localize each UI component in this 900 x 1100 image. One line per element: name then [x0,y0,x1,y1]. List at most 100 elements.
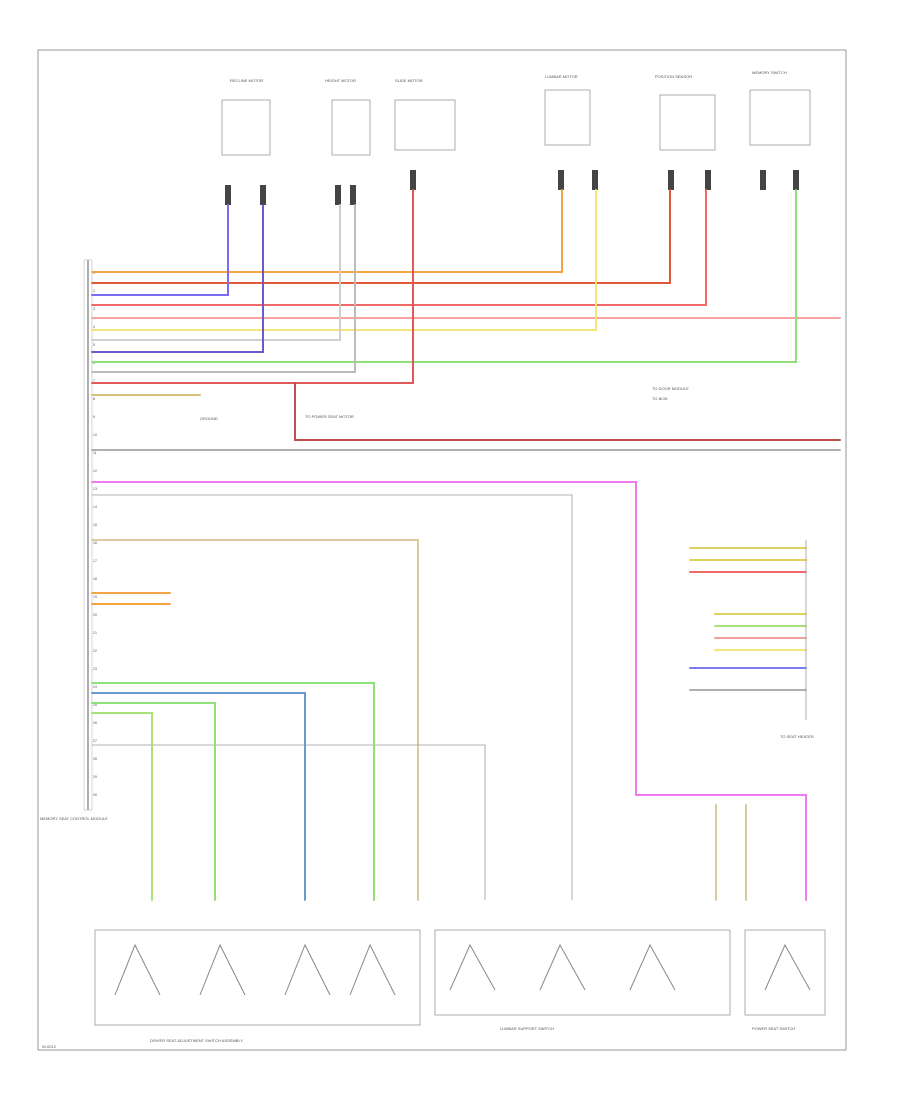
switch-symbol [199,943,246,996]
connector-mark [335,185,341,205]
connector-mark [410,170,416,190]
pin-number: 14 [93,505,97,509]
right-label-1: TO SEAT HEATER [780,734,814,739]
switch-symbol [629,943,676,991]
pin-number: 8 [93,397,95,401]
pin-number: 23 [93,667,97,671]
pin-number: 15 [93,523,97,527]
pin-number: 5 [93,343,95,347]
switch-symbols [114,943,811,996]
wire-orange-red [91,189,671,284]
right-label-2: TO DOOR MODULE [652,386,689,391]
wire-tan-long [91,539,419,901]
connector-mark [705,170,711,190]
pin-number: 25 [93,703,97,707]
pin-number: 17 [93,559,97,563]
top-component-6 [749,89,811,146]
pin-number: 7 [93,379,95,383]
wire-group-top [91,189,841,451]
pin-number: 9 [93,415,95,419]
switch-symbol [114,943,161,996]
switch-symbol [349,943,396,996]
wire-orange [91,189,563,273]
pin-number: 19 [93,595,97,599]
pin-number: 30 [93,793,97,797]
connector-mark [760,170,766,190]
pin-number: 24 [93,685,97,689]
connector-mark [260,185,266,205]
pin-number: 18 [93,577,97,581]
bottom-caption-1: DRIVER SEAT ADJUSTMENT SWITCH ASSEMBLY [150,1038,243,1043]
top-component-3 [394,99,456,151]
top-component-4 [544,89,591,146]
pin-number: 10 [93,433,97,437]
connector-mark [592,170,598,190]
top-connectors [225,170,799,205]
left-module-caption: MEMORY SEAT CONTROL MODULE [40,816,108,821]
connector-mark [668,170,674,190]
pin-number: 26 [93,721,97,725]
top-label-5: POSITION SENSOR [655,74,692,79]
top-label-2: HEIGHT MOTOR [325,78,356,83]
footer-id: W-0012 [42,1044,57,1049]
switch-symbol [539,943,586,991]
pin-number: 2 [93,289,95,293]
bottom-caption-2: LUMBAR SUPPORT SWITCH [500,1026,554,1031]
pin-number: 21 [93,631,97,635]
top-label-4: LUMBAR MOTOR [545,74,578,79]
top-component-1 [221,99,271,156]
top-component-2 [331,99,371,156]
wire-magenta [91,481,807,901]
pin-number: 22 [93,649,97,653]
bottom-group-box-3 [744,929,826,1016]
pin-number: 3 [93,307,95,311]
pin-number: 29 [93,775,97,779]
center-label-1: TO POWER SEAT MOTOR [305,414,354,419]
left-module-connector [83,259,93,811]
right-connectors [689,540,807,720]
switch-symbol [284,943,331,996]
pin-number: 13 [93,487,97,491]
top-label-3: SLIDE MOTOR [395,78,423,83]
wire-light-gray [91,204,356,373]
switch-symbol [764,943,811,991]
top-components [221,89,811,156]
wire-purple [91,204,264,353]
connector-mark [793,170,799,190]
wire-green [91,189,797,363]
wire-yellow [91,189,597,331]
wire-red [91,189,707,306]
wire-thin-2 [92,744,486,900]
wire-gray [91,204,341,341]
wire-blue [91,204,229,296]
wire-blue-low [91,692,306,901]
diagram-frame [37,49,847,1051]
connector-mark [558,170,564,190]
top-label-6: MEMORY SWITCH [752,70,787,75]
wire-red-dark [91,189,414,384]
pin-label-group: 1234567891011121314151617181920212223242… [93,271,97,797]
bottom-caption-3: POWER SEAT SWITCH [752,1026,795,1031]
switch-symbol [449,943,496,991]
connector-mark [350,185,356,205]
pin-number: 16 [93,541,97,545]
center-label-2: GROUND [200,416,218,421]
right-label-3: TO BCM [652,396,667,401]
pin-number: 27 [93,739,97,743]
bottom-group-box-2 [434,929,731,1016]
bottom-group-box-1 [94,929,421,1026]
wire-thin-1 [92,494,573,900]
wire-green-low2 [91,702,216,901]
pin-number: 28 [93,757,97,761]
wire-green-low [91,682,375,901]
pin-number: 20 [93,613,97,617]
top-label-1: RECLINE MOTOR [230,78,263,83]
wire-lime-low [91,712,153,901]
pin-number: 12 [93,469,97,473]
connector-mark [225,185,231,205]
pin-number: 11 [93,451,97,455]
top-component-5 [659,94,716,151]
wire-dark-red [294,382,841,441]
pin-number: 4 [93,325,95,329]
